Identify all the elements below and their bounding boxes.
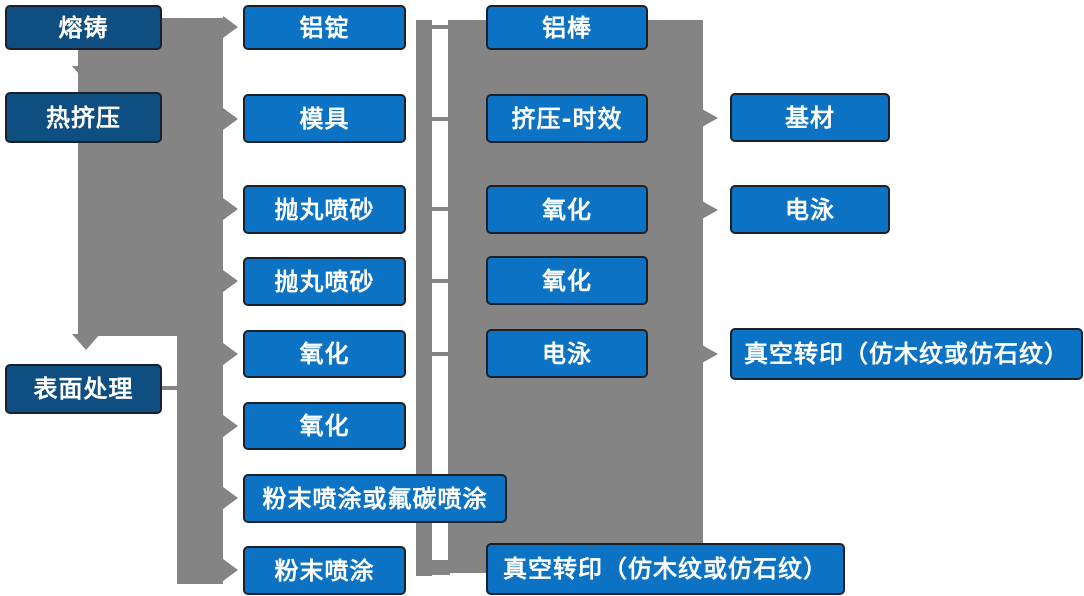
- node-aluminum-rod: 铝棒: [486, 0, 655, 57]
- right-arrow-icon: [702, 345, 718, 363]
- node-oxidation-3: 氧化: [486, 178, 655, 241]
- connector-left-trunk-lower: [177, 18, 223, 584]
- connector-stub-row1: [432, 25, 448, 29]
- right-arrow-icon: [223, 198, 238, 220]
- connector-surface-treatment-link: [162, 386, 180, 390]
- node-powder-coating: 粉末喷涂: [243, 539, 413, 595]
- node-vacuum-transfer-print-2: 真空转印（仿木纹或仿石纹）: [730, 321, 1084, 387]
- connector-stub-bottom: [432, 560, 450, 575]
- node-oxidation-4: 氧化: [486, 249, 655, 312]
- node-oxidation-1: 氧化: [243, 323, 413, 385]
- node-shot-blast-sandblast-2: 抛丸喷砂: [243, 250, 413, 313]
- right-arrow-icon: [223, 487, 238, 509]
- connector-stub-row4: [432, 279, 448, 283]
- right-arrow-icon: [702, 201, 718, 219]
- connector-stub-row2: [432, 117, 448, 121]
- connector-stub-row5: [432, 352, 448, 356]
- node-powder-or-fluorocarbon-coating: 粉末喷涂或氟碳喷涂: [243, 467, 514, 530]
- node-oxidation-2: 氧化: [243, 395, 413, 457]
- connector-stub-row3: [432, 207, 448, 211]
- right-arrow-icon: [223, 415, 238, 437]
- right-arrow-icon: [223, 108, 238, 130]
- node-base-material: 基材: [730, 86, 897, 149]
- node-surface-treatment: 表面处理: [5, 357, 169, 421]
- node-aluminum-ingot: 铝锭: [243, 0, 413, 57]
- right-arrow-icon: [223, 343, 238, 365]
- node-mold: 模具: [243, 87, 413, 150]
- down-arrow-icon: [72, 66, 100, 82]
- node-melting-casting: 熔铸: [5, 0, 169, 57]
- down-arrow-icon: [72, 334, 100, 350]
- node-hot-extrusion: 热挤压: [5, 85, 169, 150]
- node-vacuum-transfer-print-1: 真空转印（仿木纹或仿石纹）: [486, 536, 852, 595]
- node-electrophoresis-1: 电泳: [486, 322, 655, 385]
- node-shot-blast-sandblast-1: 抛丸喷砂: [243, 178, 413, 241]
- right-arrow-icon: [223, 559, 238, 581]
- right-arrow-icon: [702, 109, 718, 127]
- connector-middle-bar: [416, 20, 432, 576]
- right-arrow-icon: [223, 270, 238, 292]
- node-electrophoresis-2: 电泳: [730, 178, 897, 241]
- right-arrow-icon: [223, 16, 238, 38]
- node-extrusion-aging: 挤压-时效: [486, 87, 655, 150]
